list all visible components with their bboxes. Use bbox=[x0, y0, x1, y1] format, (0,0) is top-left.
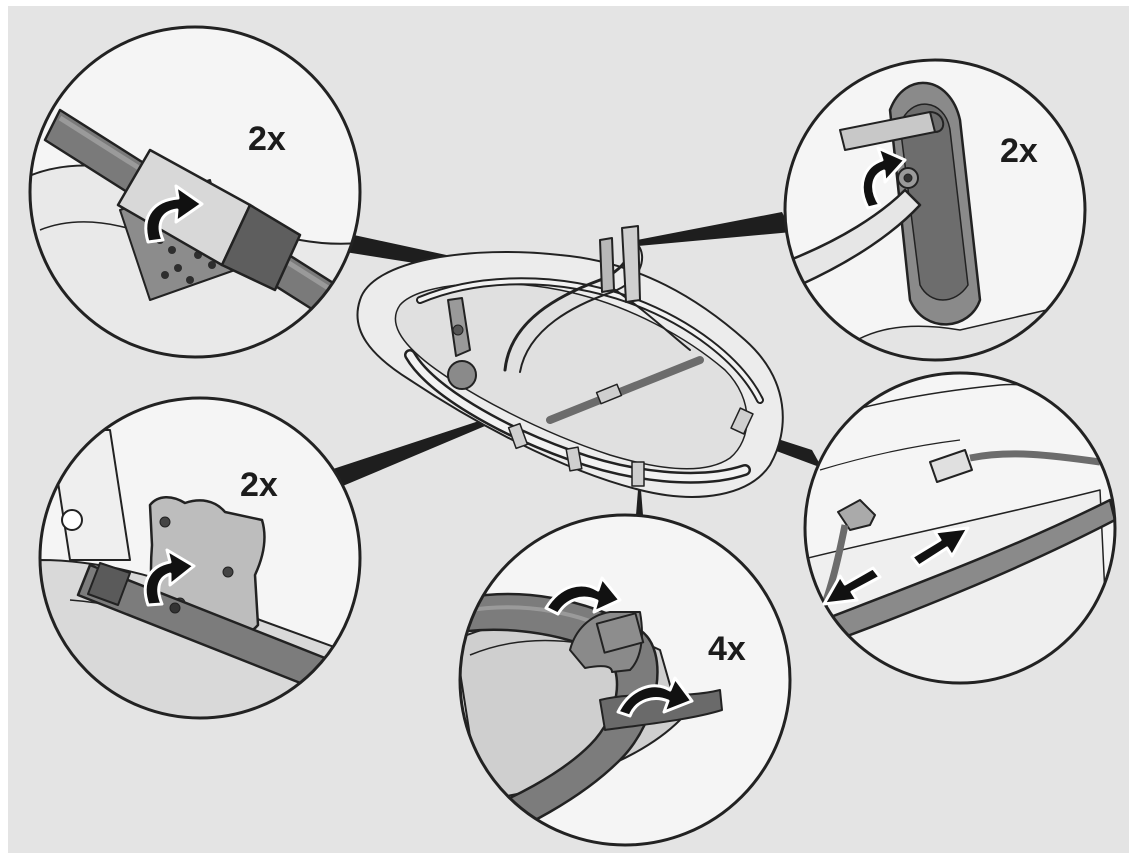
callout-middle-left: 2x bbox=[38, 396, 362, 720]
carrycot-frame bbox=[356, 225, 784, 498]
quantity-label-top-left: 2x bbox=[248, 120, 286, 158]
push-arrow-icon bbox=[910, 526, 970, 568]
quantity-label-top-right: 2x bbox=[1000, 132, 1038, 170]
rotate-arrow-icon bbox=[144, 184, 204, 244]
callout-top-left: 2x bbox=[28, 25, 362, 359]
rotate-arrow-icon bbox=[544, 576, 622, 616]
pull-arrow-icon bbox=[822, 566, 882, 606]
rotate-arrow-icon bbox=[860, 146, 907, 210]
quantity-label-middle-left: 2x bbox=[240, 466, 278, 504]
rotate-arrow-icon bbox=[143, 548, 196, 607]
quantity-label-bottom-center: 4x bbox=[708, 630, 746, 668]
rotate-arrow-icon bbox=[616, 676, 694, 718]
callout-right bbox=[803, 371, 1117, 685]
callout-bottom-center: 4x bbox=[458, 513, 792, 847]
